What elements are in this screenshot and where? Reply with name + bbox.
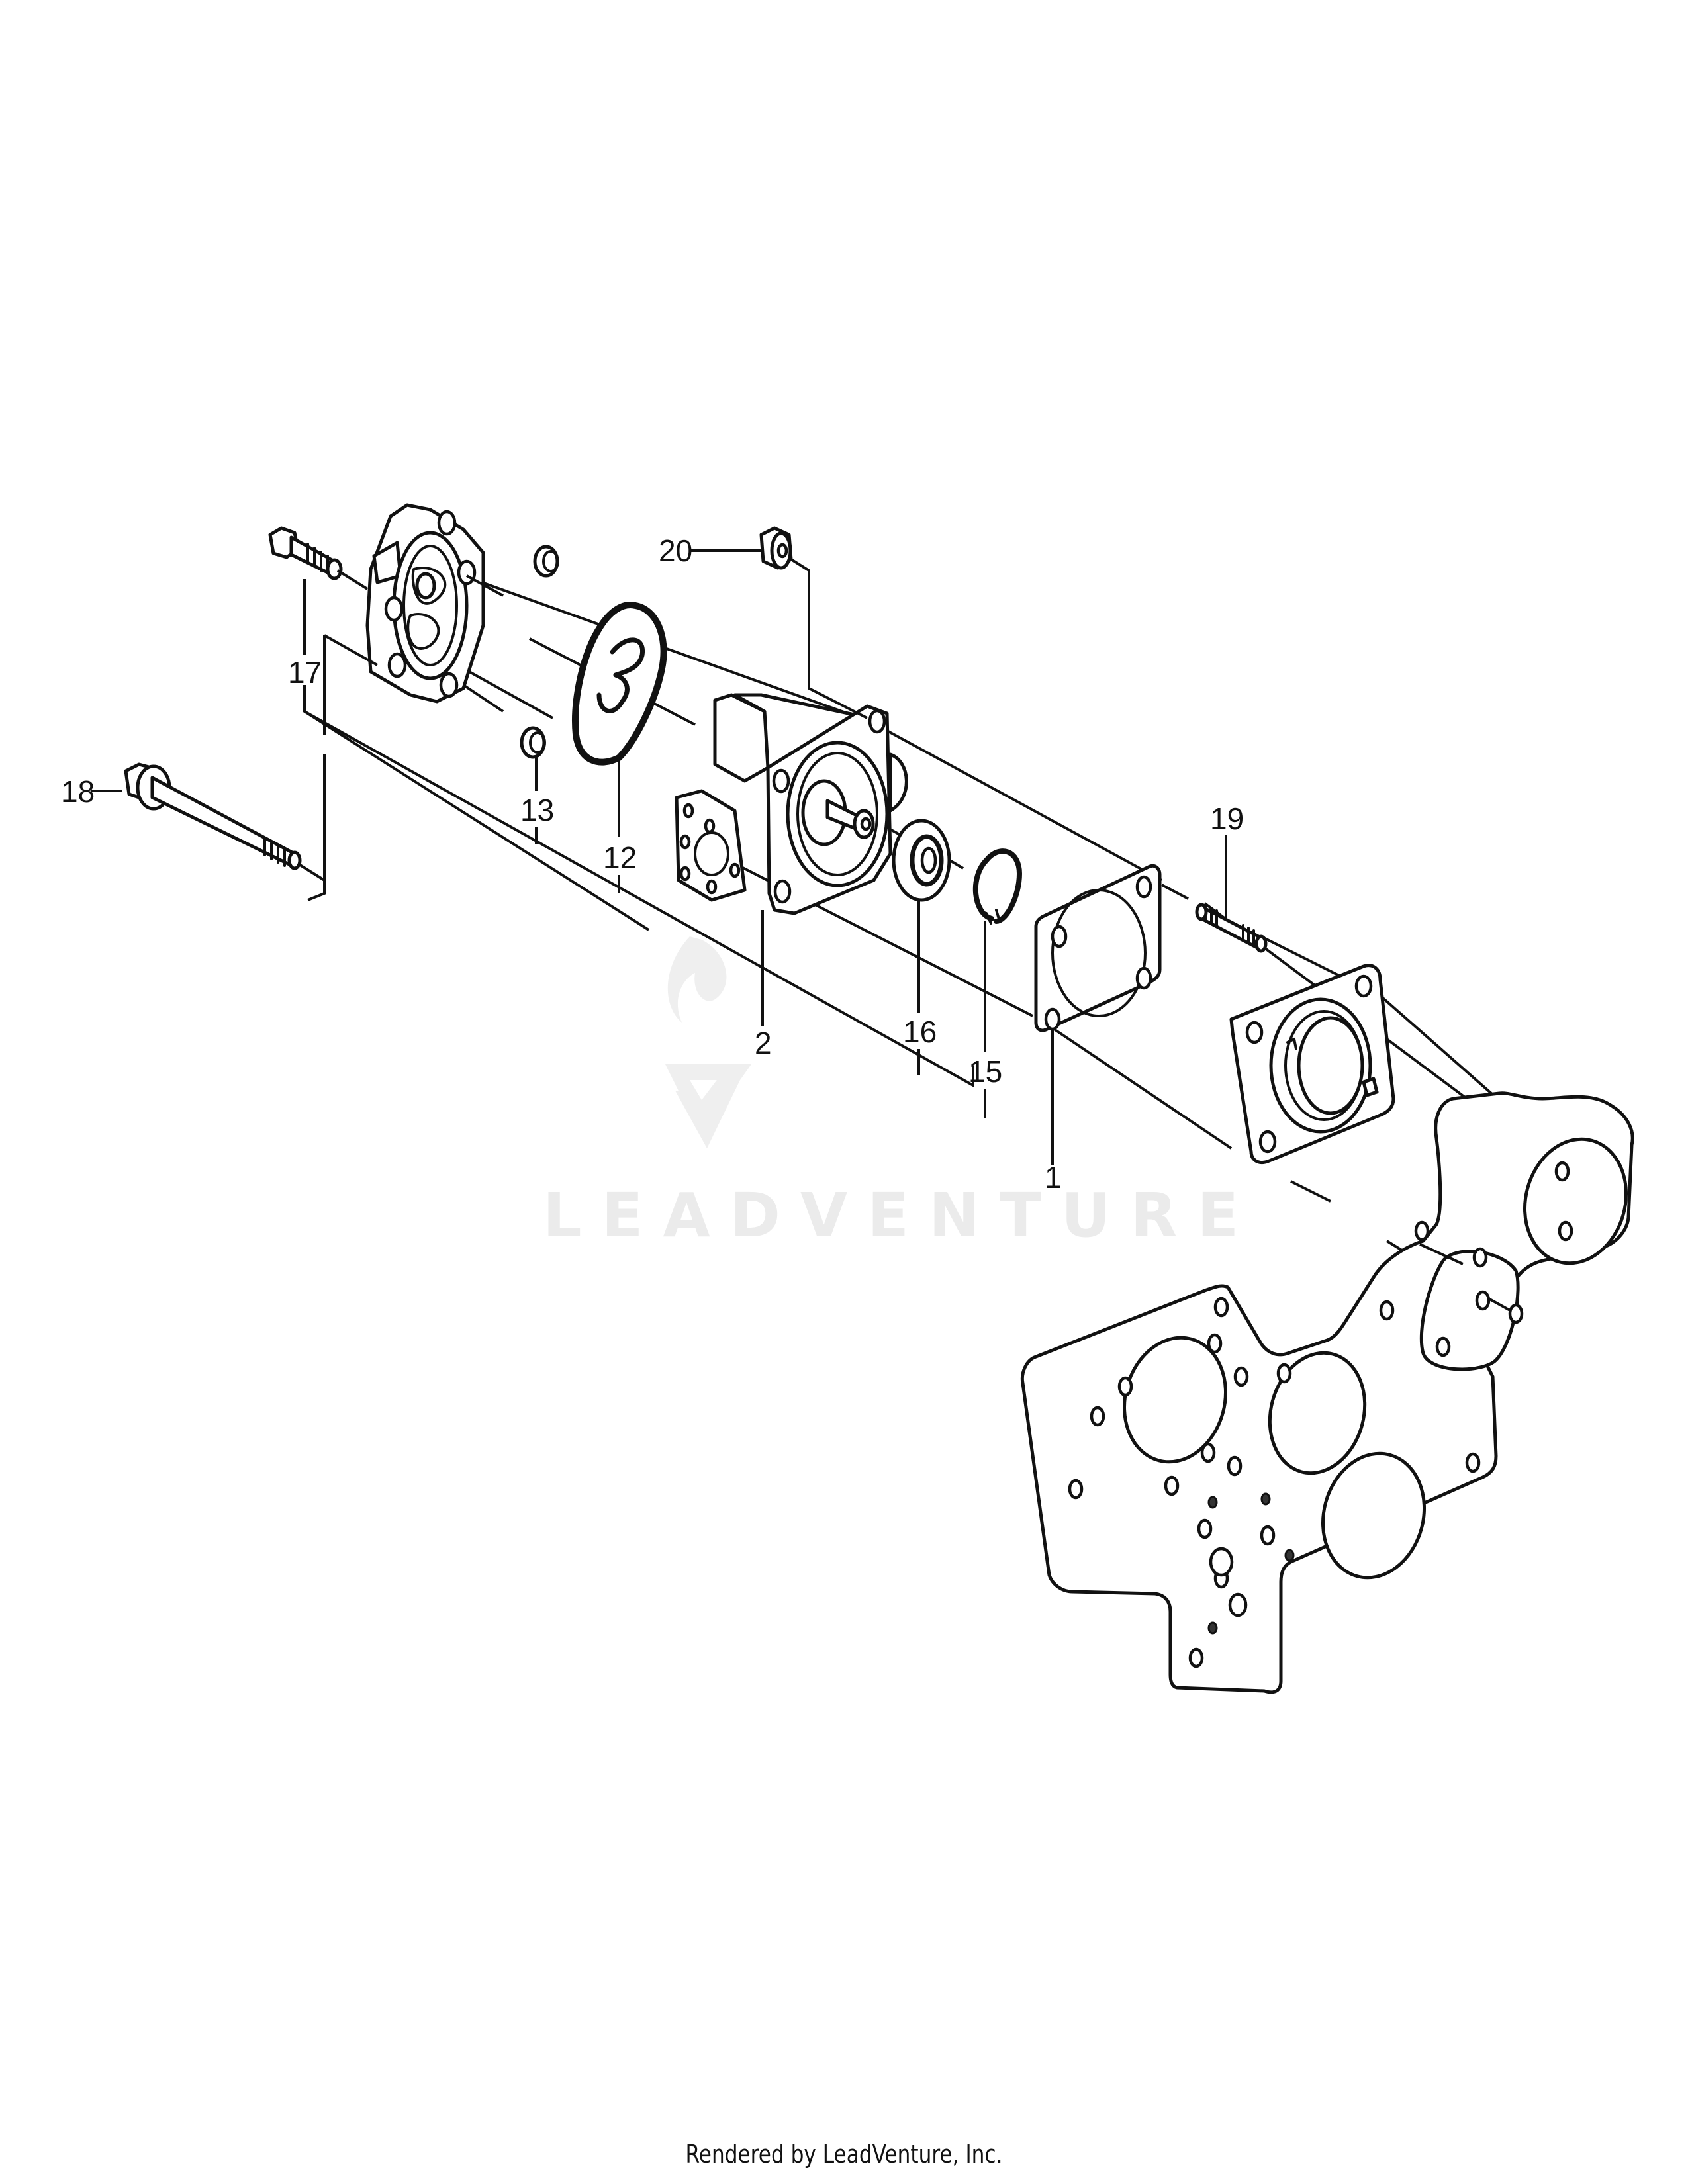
watermark: LEADVENTURE [543,936,1258,1251]
callout-15[interactable]: 15 [968,1054,1002,1089]
callout-19[interactable]: 19 [1210,801,1244,836]
watermark-text: LEADVENTURE [543,1180,1258,1251]
callout-labels: 17 18 13 12 20 2 16 15 1 19 [61,533,1244,1195]
part-18-long-bolt[interactable] [124,762,326,882]
pump-rear-cover [365,503,504,713]
part-2-pump-body[interactable] [675,693,908,915]
part-15-snap-ring[interactable] [972,848,1022,925]
part-13-dowel-pin[interactable] [415,545,559,759]
gear-case-plate [1020,1091,1634,1694]
watermark-logo-icon [665,936,751,1148]
callout-1[interactable]: 1 [1045,1160,1062,1195]
part-12-cover-gasket[interactable] [572,602,667,766]
callout-16[interactable]: 16 [903,1015,937,1049]
callout-leaders [91,549,1227,1165]
part-19-stud-bolt[interactable] [1195,903,1268,953]
footer-credit: Rendered by LeadVenture, Inc. [685,2140,1003,2169]
callout-18[interactable]: 18 [61,774,95,809]
part-1-flange-gasket[interactable] [1034,864,1162,1032]
part-17-flange-bolt[interactable] [268,526,369,590]
callout-20[interactable]: 20 [659,533,692,568]
callout-12[interactable]: 12 [603,841,637,875]
callout-2[interactable]: 2 [755,1026,772,1060]
part-20-flange-nut[interactable] [759,526,793,570]
bearing-housing [1229,964,1395,1164]
part-16-oil-seal[interactable] [892,819,951,902]
callout-13[interactable]: 13 [520,793,554,827]
callout-17[interactable]: 17 [288,655,322,690]
